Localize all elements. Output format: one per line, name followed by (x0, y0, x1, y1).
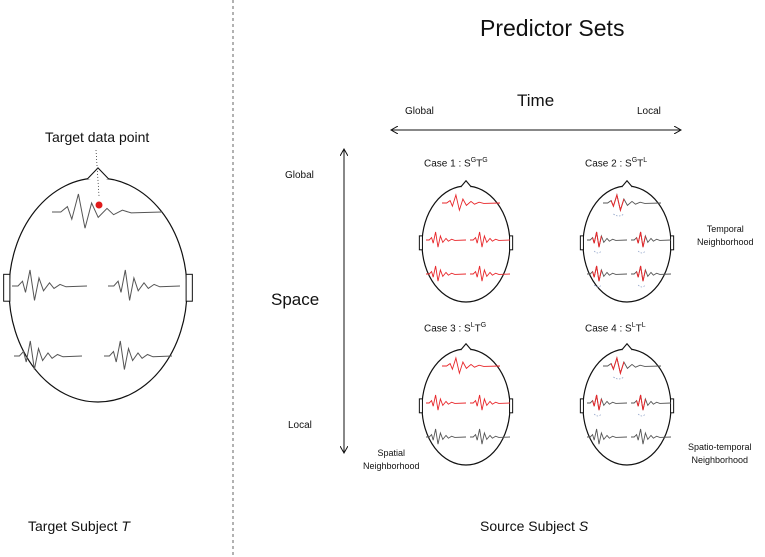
case-3-head-right-ear (509, 398, 514, 414)
case-2-head-time-window-top (613, 213, 625, 217)
target-signal-top (52, 193, 163, 229)
case-2-head-local-segment-low-right (636, 265, 646, 282)
case-4-head-left-ear (579, 398, 584, 414)
case-3-head-signal-mid-left (426, 394, 467, 411)
target-signal-mid-right (108, 269, 181, 301)
case-4-head-signal-low-right (631, 428, 672, 445)
case-4-head-local-segment-top (610, 356, 625, 376)
case-1-head-nose (460, 179, 472, 188)
case-2-head-left-ear (579, 235, 584, 251)
case-4-head-time-window-top (613, 376, 625, 380)
case-4-label: Case 4 : SLTL (585, 322, 646, 335)
figure-title: Predictor Sets (480, 15, 625, 41)
case-2-head-time-window-mid-right (637, 250, 646, 254)
source-subject-var: S (578, 518, 589, 534)
case-1-head-signal-low-left (426, 265, 467, 282)
target-subject-caption: Target Subject T (28, 519, 130, 533)
case-3-head-signal-mid-right (470, 394, 511, 411)
case-4-head-time-window-mid-right (637, 413, 646, 417)
case-4-head-local-segment-mid-left (592, 394, 602, 411)
target-subject-var: T (121, 518, 130, 534)
target-signal-low-left (14, 340, 83, 370)
case-1-head-right-ear (509, 235, 514, 251)
time-axis-local: Local (637, 106, 661, 117)
case-4-head-signal-low-left (587, 428, 628, 445)
case-2-head-time-window-low-left (593, 284, 602, 288)
case-2-head-local-segment-mid-left (592, 231, 602, 248)
time-axis-label: Time (517, 91, 555, 110)
case-4-head-nose (621, 342, 633, 351)
case-3-head-signal-low-right (470, 428, 511, 445)
case-4-head-right-ear (670, 398, 675, 414)
target-signal-low-right (104, 340, 173, 370)
case-2-head-right-ear (670, 235, 675, 251)
target-subject-prefix: Target Subject (28, 518, 122, 534)
case-2-head-time-window-mid-left (593, 250, 602, 254)
case-3-label: Case 3 : SLTG (424, 322, 487, 335)
case-2-head-local-segment-low-left (592, 265, 602, 282)
case-2-head-local-segment-mid-right (636, 231, 646, 248)
source-subject-caption: Source Subject S (480, 519, 588, 533)
target-data-point-marker (95, 201, 103, 209)
case-4-head-local-segment-mid-right (636, 394, 646, 411)
target-data-point-label: Target data point (45, 129, 150, 145)
case-3-head-signal-top (442, 356, 501, 375)
case-1-head-signal-low-right (470, 265, 511, 282)
space-axis-label: Space (271, 290, 320, 309)
case-4-head-time-window-mid-left (593, 413, 602, 417)
space-axis-global: Global (285, 170, 314, 181)
case-3-head-nose (460, 342, 472, 351)
target-head-nose (86, 167, 110, 180)
space-axis-local: Local (288, 420, 312, 431)
case-2-head-local-segment-top (610, 193, 625, 213)
case-1-head-signal-mid-left (426, 231, 467, 248)
case-3-head-left-ear (418, 398, 423, 414)
case-2-head-time-window-low-right (637, 284, 646, 288)
case-1-label: Case 1 : SGTG (424, 157, 488, 170)
case-3-head-signal-low-left (426, 428, 467, 445)
case-1-head-left-ear (418, 235, 423, 251)
target-signal-mid-left (12, 269, 88, 301)
target-head-right-ear (185, 273, 193, 302)
source-subject-prefix: Source Subject (480, 518, 579, 534)
case-1-head-signal-top (442, 193, 501, 212)
case-2-label: Case 2 : SGTL (585, 157, 648, 170)
case-2-head-nose (621, 179, 633, 188)
case-1-head-signal-mid-right (470, 231, 511, 248)
target-head-left-ear (3, 273, 11, 302)
time-axis-global: Global (405, 106, 434, 117)
